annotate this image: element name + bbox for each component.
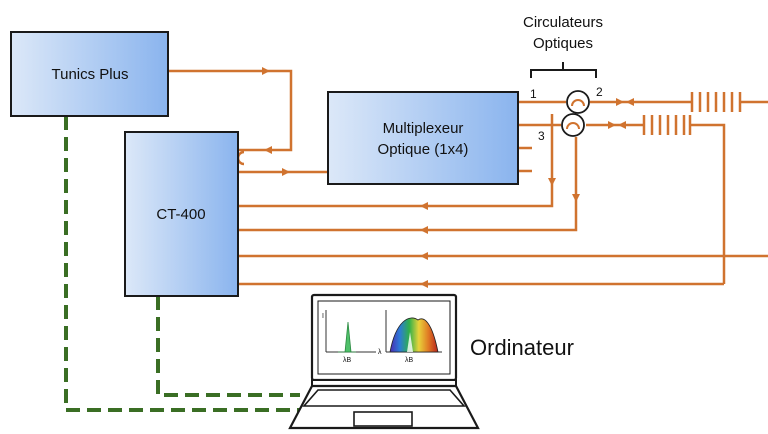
- spectrum-axis-x-label: λ: [378, 349, 382, 356]
- circulator-2-icon: [561, 113, 585, 137]
- multiplexer-label-line1: Multiplexeur: [383, 120, 464, 137]
- arrow-return-4: [420, 280, 428, 288]
- arrow-circ2-back: [618, 121, 626, 129]
- circulators-title-line1: Circulateurs: [523, 14, 603, 31]
- arrow-circ1-forward: [616, 98, 624, 106]
- fiber-arrows: [262, 67, 634, 288]
- arrow-into-ct400: [264, 146, 272, 154]
- computer-label: Ordinateur: [470, 335, 574, 360]
- circulators-bracket: [530, 62, 597, 78]
- circulator-port-1-label: 1: [530, 87, 537, 101]
- circulator-1-icon: [566, 90, 590, 114]
- broad-spectrum-peak-label: λB: [405, 357, 414, 364]
- spectrum-plot-narrow: I λ λB: [322, 310, 382, 364]
- multiplexer-box: Multiplexeur Optique (1x4): [327, 91, 519, 185]
- fiber-circ1-port3-return: [238, 114, 554, 208]
- laptop-touchpad: [353, 411, 413, 427]
- tunics-plus-label: Tunics Plus: [52, 66, 129, 83]
- data-link-lines: [64, 116, 300, 412]
- ct400-label: CT-400: [156, 206, 205, 223]
- bragg-grating-1: [690, 92, 742, 112]
- circulator-2: [561, 113, 585, 137]
- ct400-box: CT-400: [124, 131, 239, 297]
- fiber-circ2-port3-return: [238, 137, 578, 232]
- spectrum-peak-label: λB: [343, 357, 352, 364]
- circulators-title: Circulateurs Optiques: [523, 14, 603, 78]
- arrow-circ2-forward: [608, 121, 616, 129]
- arrow-return-2: [420, 226, 428, 234]
- circulator-2-arrow: [566, 122, 580, 130]
- arrow-return-3: [420, 252, 428, 260]
- spectrum-axis-y-label: I: [322, 313, 324, 320]
- arrow-drop-1: [548, 178, 556, 186]
- ct400-to-computer-link: [156, 296, 300, 397]
- arrow-circ1-back: [626, 98, 634, 106]
- arrow-tunics-out: [262, 67, 270, 75]
- arrow-return-1: [420, 202, 428, 210]
- circulator-port-3-label: 3: [538, 129, 545, 143]
- circulator-port-2-label: 2: [596, 85, 603, 99]
- circulators-title-line2: Optiques: [533, 35, 593, 52]
- laptop-keyboard-area: [302, 389, 466, 407]
- laptop-icon: I λ λB λB: [288, 293, 480, 430]
- arrow-drop-2: [572, 194, 580, 202]
- circulator-1-arrow: [571, 99, 585, 107]
- circulator-1: 1 2 3: [530, 85, 603, 143]
- bragg-grating-2: [642, 115, 692, 135]
- tunics-to-computer-link: [64, 116, 300, 412]
- spectrum-plot-broad: λB: [385, 310, 442, 364]
- tunics-plus-box: Tunics Plus: [10, 31, 169, 117]
- multiplexer-label-line2: Optique (1x4): [378, 141, 469, 158]
- arrow-ct400-to-mux: [282, 168, 290, 176]
- fiber-grating2-loop: [690, 123, 726, 284]
